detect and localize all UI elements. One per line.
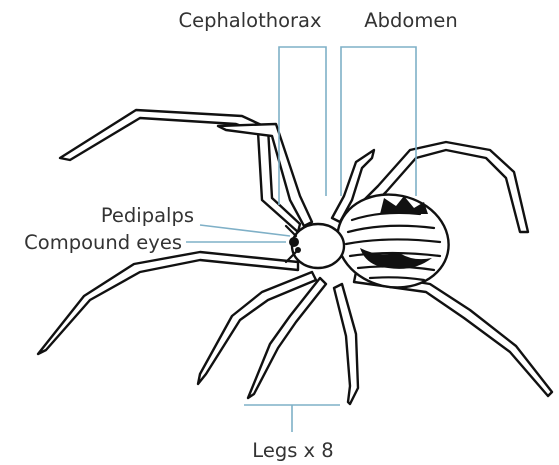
label-legs: Legs x 8	[252, 439, 333, 462]
eye-region	[289, 237, 299, 247]
label-abdomen: Abdomen	[364, 9, 457, 32]
label-cephalothorax: Cephalothorax	[178, 9, 321, 32]
label-pedipalps: Pedipalps	[101, 204, 194, 227]
leg-right-1	[334, 284, 358, 404]
pedipalps-leader	[200, 225, 290, 236]
label-compound-eyes: Compound eyes	[24, 231, 182, 254]
leg-right-2	[354, 272, 552, 396]
cephalothorax-shape	[292, 224, 344, 268]
leg-left-4	[198, 272, 316, 384]
